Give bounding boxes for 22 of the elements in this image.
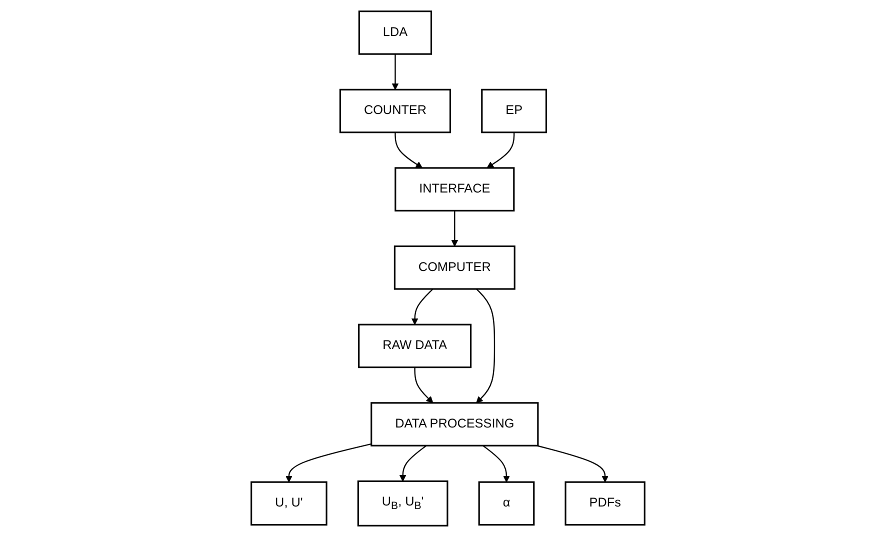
process-box: INTERFACE [394,167,514,212]
arrow [284,443,372,482]
arrow [475,288,495,404]
arrow [391,54,398,90]
arrow [398,445,426,482]
process-box: LDA [358,10,432,55]
process-box: COUNTER [338,88,451,134]
arrow [450,210,458,247]
process-box: PDFs [564,481,645,526]
process-box: α [478,481,534,526]
arrow [414,367,433,404]
process-box: EP [480,88,547,134]
process-box: U, U' [250,481,327,526]
process-box: RAW DATA [358,324,472,368]
arrow [536,445,608,482]
arrow [394,132,422,168]
process-box: DATA PROCESSING [370,402,538,446]
process-box: COMPUTER [393,245,515,290]
arrow [410,288,433,325]
arrow [482,445,510,482]
arrow [486,132,514,168]
process-box: U$_{B}$, U$_{B}$' [356,480,448,526]
